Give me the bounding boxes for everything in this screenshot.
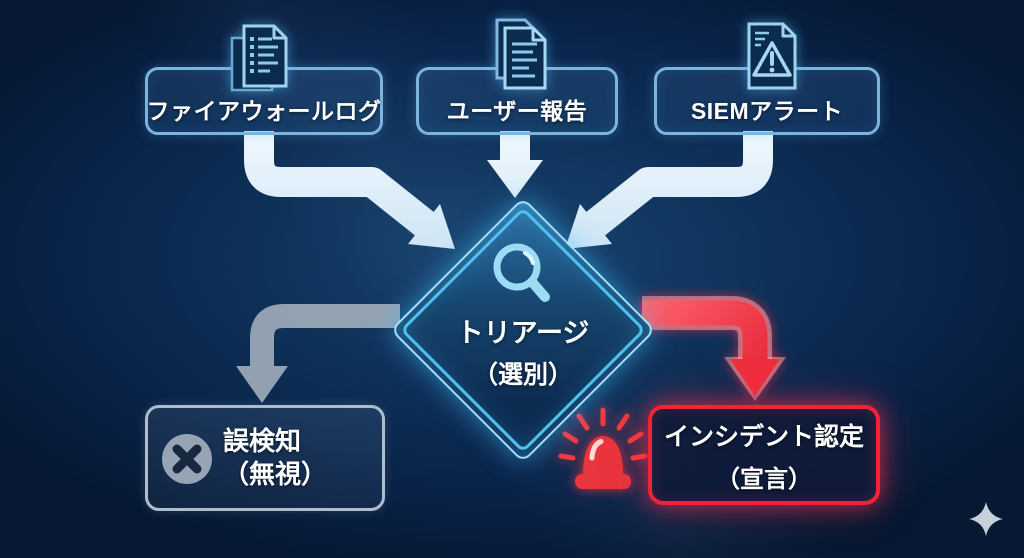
log-document-icon [230,24,288,92]
alert-document-icon [747,22,797,90]
sparkle-icon [969,502,1003,536]
arrow-triage-to-incident [642,296,786,401]
firewall-logs-label: ファイアウォールログ [146,98,382,124]
node-incident-declared: インシデント認定 （宣言） [648,405,880,505]
siren-icon [558,407,648,489]
node-firewall-logs: ファイアウォールログ [145,67,383,135]
incident-sublabel: （宣言） [716,465,812,493]
arrow-triage-to-false-positive [236,304,400,403]
magnifier-icon [493,243,550,302]
incident-label: インシデント認定 [663,422,864,451]
arrow-firewall-to-triage [244,131,455,249]
triage-sublabel: （選別） [472,361,573,389]
triage-content: トリアージ （選別） [431,224,615,408]
node-triage: トリアージ （選別） [390,197,656,463]
user-report-label: ユーザー報告 [446,98,588,124]
node-false-positive: 誤検知 （無視） [145,405,385,511]
x-circle-icon [162,434,212,484]
triage-label: トリアージ [456,318,590,348]
false-positive-sublabel: （無視） [223,459,328,489]
siem-alert-label: SIEMアラート [690,98,844,124]
arrow-siem-to-triage [565,131,773,249]
report-documents-icon [495,18,547,90]
false-positive-label: 誤検知 [223,426,302,456]
arrow-user-report-to-triage [487,131,543,198]
